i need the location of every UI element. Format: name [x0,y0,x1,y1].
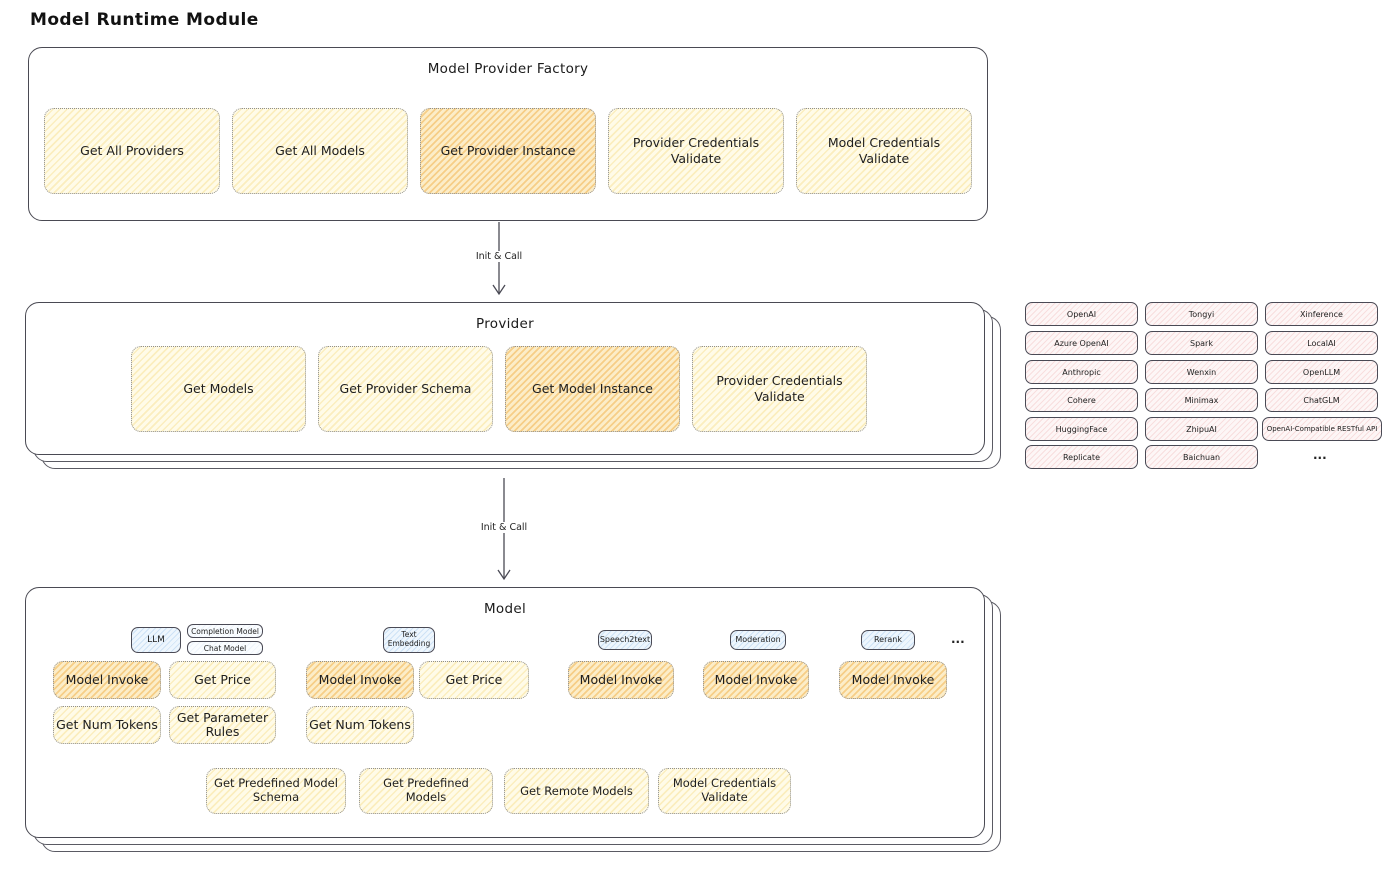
factory-label: Model Provider Factory [427,61,589,77]
model-label: Model [483,601,527,617]
provider-chip-huggingface: HuggingFace [1025,417,1138,441]
rerank-model-invoke: Model Invoke [839,661,947,699]
tab-completion-model: Completion Model [187,624,263,638]
method-provider-credentials-validate: Provider Credentials Validate [608,108,784,194]
provider-box: Provider Get Models Get Provider Schema … [25,302,985,455]
tab-rerank: Rerank [861,630,915,650]
model-box: Model LLM Completion Model Chat Model Te… [25,587,985,838]
supported-providers-grid: OpenAI Azure OpenAI Anthropic Cohere Hug… [1025,302,1387,472]
method-get-all-models: Get All Models [232,108,408,194]
provider-chip-wenxin: Wenxin [1145,360,1258,384]
provider-chip-tongyi: Tongyi [1145,302,1258,326]
provider-chip-spark: Spark [1145,331,1258,355]
llm-get-price: Get Price [169,661,276,699]
method-get-remote-models: Get Remote Models [504,768,649,814]
llm-get-parameter-rules: Get Parameter Rules [169,706,276,744]
method-provider-credentials-validate-2: Provider Credentials Validate [692,346,867,432]
model-provider-factory-box: Model Provider Factory Get All Providers… [28,47,988,221]
method-model-credentials-validate-2: Model Credentials Validate [658,768,791,814]
provider-chip-chatglm: ChatGLM [1265,388,1378,412]
arrow-label-init-call-2: Init & Call [476,522,532,533]
provider-chip-baichuan: Baichuan [1145,445,1258,469]
method-get-provider-schema: Get Provider Schema [318,346,493,432]
method-get-predefined-models: Get Predefined Models [359,768,493,814]
provider-chip-openai: OpenAI [1025,302,1138,326]
provider-chip-zhipuai: ZhipuAI [1145,417,1258,441]
tab-chat-model: Chat Model [187,641,263,655]
llm-model-invoke: Model Invoke [53,661,161,699]
provider-label: Provider [476,316,534,332]
provider-chip-openllm: OpenLLM [1265,360,1378,384]
method-get-model-instance: Get Model Instance [505,346,680,432]
provider-chip-cohere: Cohere [1025,388,1138,412]
providers-grid-ellipsis: ... [1313,448,1327,462]
embedding-model-invoke: Model Invoke [306,661,414,699]
provider-chip-anthropic: Anthropic [1025,360,1138,384]
provider-chip-openai-compatible: OpenAI-Compatible RESTful API [1262,417,1382,441]
provider-chip-azure-openai: Azure OpenAI [1025,331,1138,355]
moderation-model-invoke: Model Invoke [703,661,809,699]
tab-text-embedding: Text Embedding [383,627,435,653]
speech2text-model-invoke: Model Invoke [568,661,674,699]
provider-chip-minimax: Minimax [1145,388,1258,412]
tab-moderation: Moderation [730,630,786,650]
method-model-credentials-validate: Model Credentials Validate [796,108,972,194]
tab-speech2text: Speech2text [598,630,652,650]
embedding-get-num-tokens: Get Num Tokens [306,706,414,744]
arrow-label-init-call-1: Init & Call [471,251,527,262]
provider-chip-replicate: Replicate [1025,445,1138,469]
provider-chip-xinference: Xinference [1265,302,1378,326]
method-get-all-providers: Get All Providers [44,108,220,194]
diagram-title: Model Runtime Module [30,10,259,30]
model-tabs-ellipsis: ... [951,632,965,646]
embedding-get-price: Get Price [419,661,529,699]
method-get-models: Get Models [131,346,306,432]
method-get-predefined-model-schema: Get Predefined Model Schema [206,768,346,814]
provider-chip-localai: LocalAI [1265,331,1378,355]
method-get-provider-instance: Get Provider Instance [420,108,596,194]
tab-llm: LLM [131,627,181,653]
llm-get-num-tokens: Get Num Tokens [53,706,161,744]
